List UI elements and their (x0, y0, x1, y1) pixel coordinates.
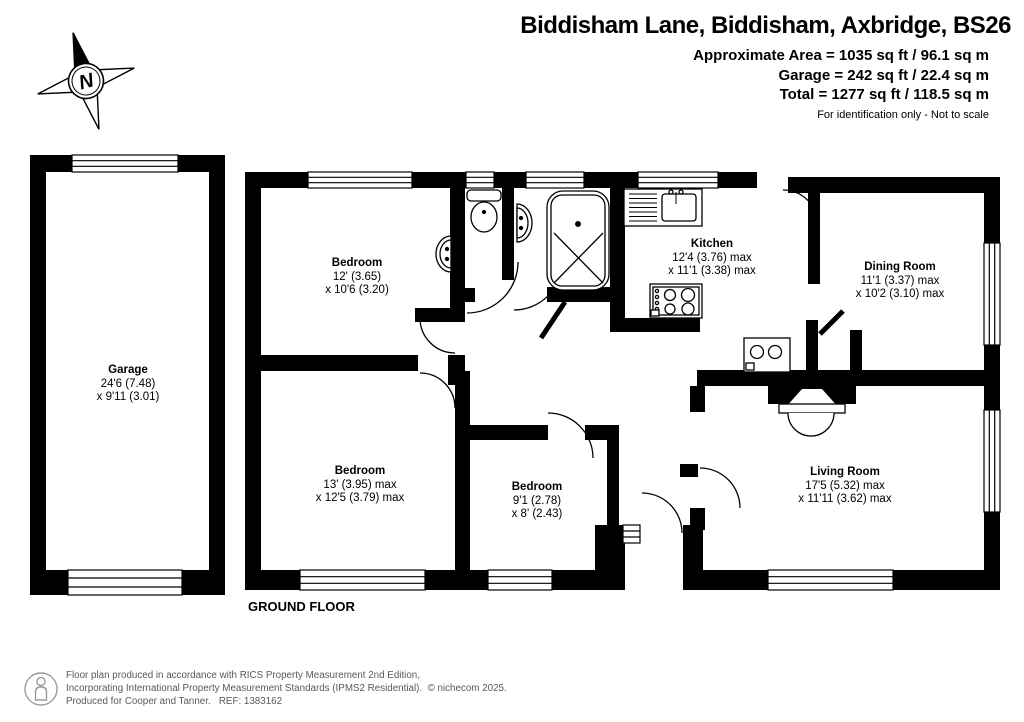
footer-line-3: Produced for Cooper and Tanner. REF: 138… (66, 696, 283, 707)
person-icon (24, 672, 58, 706)
basin-bathroom-fixture (516, 203, 533, 243)
window-garage-top (71, 154, 179, 173)
window-front-sidelight (622, 524, 641, 544)
window-wc (465, 171, 495, 189)
fireplace-fixture (778, 389, 846, 437)
footer-line-1: Floor plan produced in accordance with R… (66, 670, 420, 681)
window-living-bottom (767, 569, 894, 591)
area-summary: Approximate Area = 1035 sq ft / 96.1 sq … (520, 46, 989, 105)
footer-line-2: Incorporating International Property Mea… (66, 683, 507, 694)
window-living-right (983, 409, 1001, 513)
compass-north-label: N (76, 69, 96, 94)
footer: Floor plan produced in accordance with R… (66, 669, 507, 708)
walls (30, 155, 1000, 595)
window-bedroom1 (307, 171, 413, 189)
door-leaf-rear-door (818, 309, 845, 336)
page-title: Biddisham Lane, Biddisham, Axbridge, BS2… (520, 12, 1011, 39)
window-kitchen (637, 171, 719, 189)
compass-icon: N (37, 32, 135, 130)
door-arc-front-entrance (641, 492, 683, 534)
windows (67, 154, 1001, 596)
door-leaf-bathroom (538, 300, 568, 340)
garage-area: Garage = 242 sq ft / 22.4 sq m (778, 66, 989, 84)
window-bathroom (525, 171, 585, 189)
toilet-fixture (466, 189, 502, 233)
approximate-area: Approximate Area = 1035 sq ft / 96.1 sq … (693, 47, 989, 64)
door-arc-kitchen-dining (782, 189, 819, 226)
bathtub-fixture (546, 190, 610, 291)
header: Biddisham Lane, Biddisham, Axbridge, BS2… (520, 12, 1011, 121)
floor-label: GROUND FLOOR (248, 599, 355, 614)
door-arcs (419, 189, 845, 534)
window-bedroom3-bottom (487, 569, 553, 591)
cooker-fixture (743, 337, 791, 373)
door-arc-bedroom3 (547, 412, 594, 459)
window-bedroom2-bottom (299, 569, 426, 591)
door-arc-wc (466, 261, 519, 314)
window-garage-bottom (67, 569, 183, 596)
kitchen-sink-fixture (623, 188, 703, 227)
hob-fixture (649, 283, 703, 319)
door-arc-bedroom1 (419, 317, 456, 354)
door-arc-living (699, 467, 741, 509)
total-area: Total = 1277 sq ft / 118.5 sq m (779, 86, 989, 103)
disclaimer: For identification only - Not to scale (817, 108, 989, 121)
fixtures (435, 188, 846, 437)
door-arc-bedroom2 (419, 372, 456, 409)
window-dining-right (983, 242, 1001, 346)
basin-bedroom-fixture (435, 235, 452, 273)
